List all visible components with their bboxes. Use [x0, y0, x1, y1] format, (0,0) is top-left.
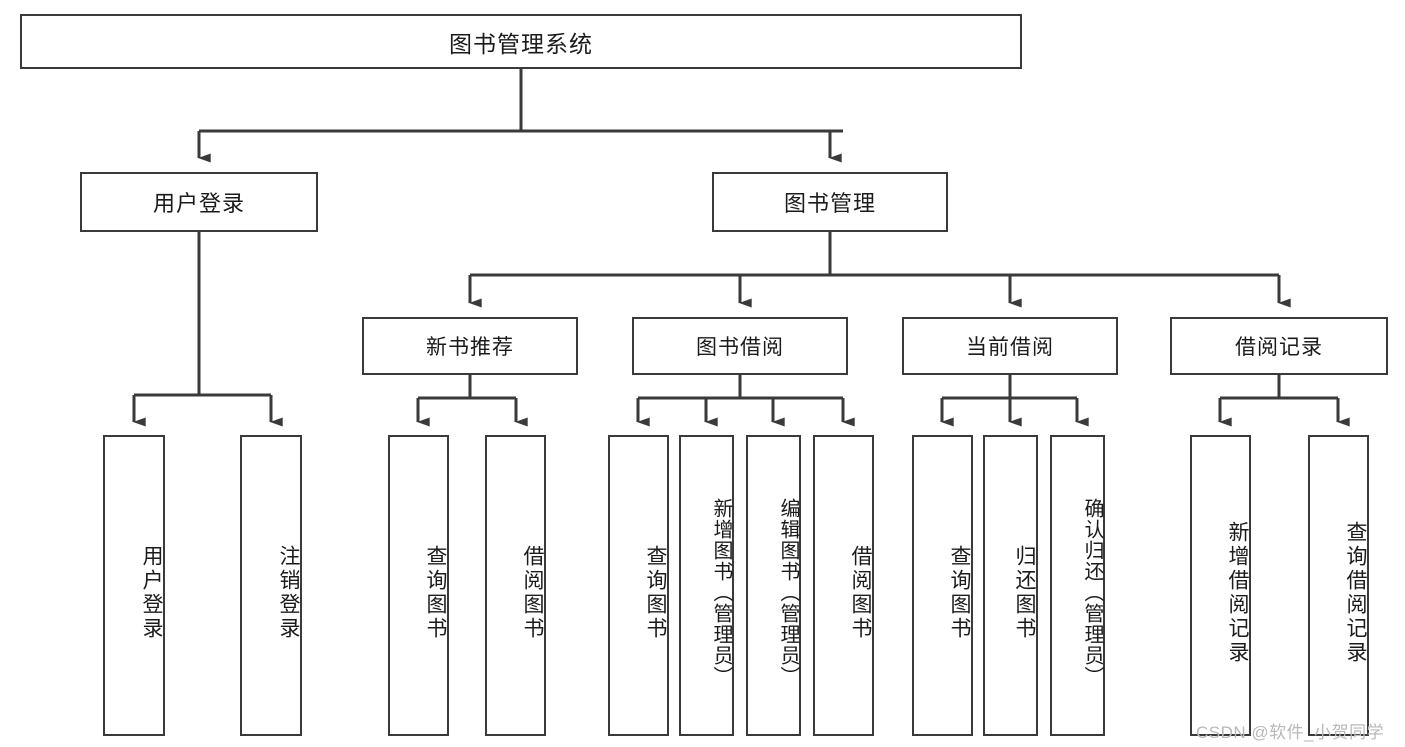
watermark-text: CSDN @软件_小贺同学	[1196, 723, 1385, 742]
node-level3-2[interactable]: 当前借阅	[902, 317, 1118, 375]
node-leaf-8[interactable]: 查询图书	[912, 435, 973, 736]
node-level3-3[interactable]: 借阅记录	[1170, 317, 1388, 375]
node-leaf-10[interactable]: 确认归还（管理员）	[1050, 435, 1105, 736]
node-level2-0[interactable]: 用户登录	[80, 172, 318, 232]
node-root-system[interactable]: 图书管理系统	[20, 14, 1022, 69]
node-leaf-12[interactable]: 查询借阅记录	[1308, 435, 1369, 736]
node-leaf-7[interactable]: 借阅图书	[813, 435, 874, 736]
node-level3-1[interactable]: 图书借阅	[632, 317, 848, 375]
node-leaf-1[interactable]: 注销登录	[240, 435, 302, 736]
node-leaf-0[interactable]: 用户登录	[103, 435, 165, 736]
node-leaf-11[interactable]: 新增借阅记录	[1190, 435, 1251, 736]
node-level2-1[interactable]: 图书管理	[712, 172, 948, 232]
node-leaf-4[interactable]: 查询图书	[608, 435, 669, 736]
node-leaf-6[interactable]: 编辑图书（管理员）	[746, 435, 801, 736]
node-leaf-5[interactable]: 新增图书（管理员）	[679, 435, 734, 736]
node-leaf-2[interactable]: 查询图书	[388, 435, 449, 736]
node-level3-0[interactable]: 新书推荐	[362, 317, 578, 375]
node-leaf-9[interactable]: 归还图书	[983, 435, 1038, 736]
node-leaf-3[interactable]: 借阅图书	[485, 435, 546, 736]
